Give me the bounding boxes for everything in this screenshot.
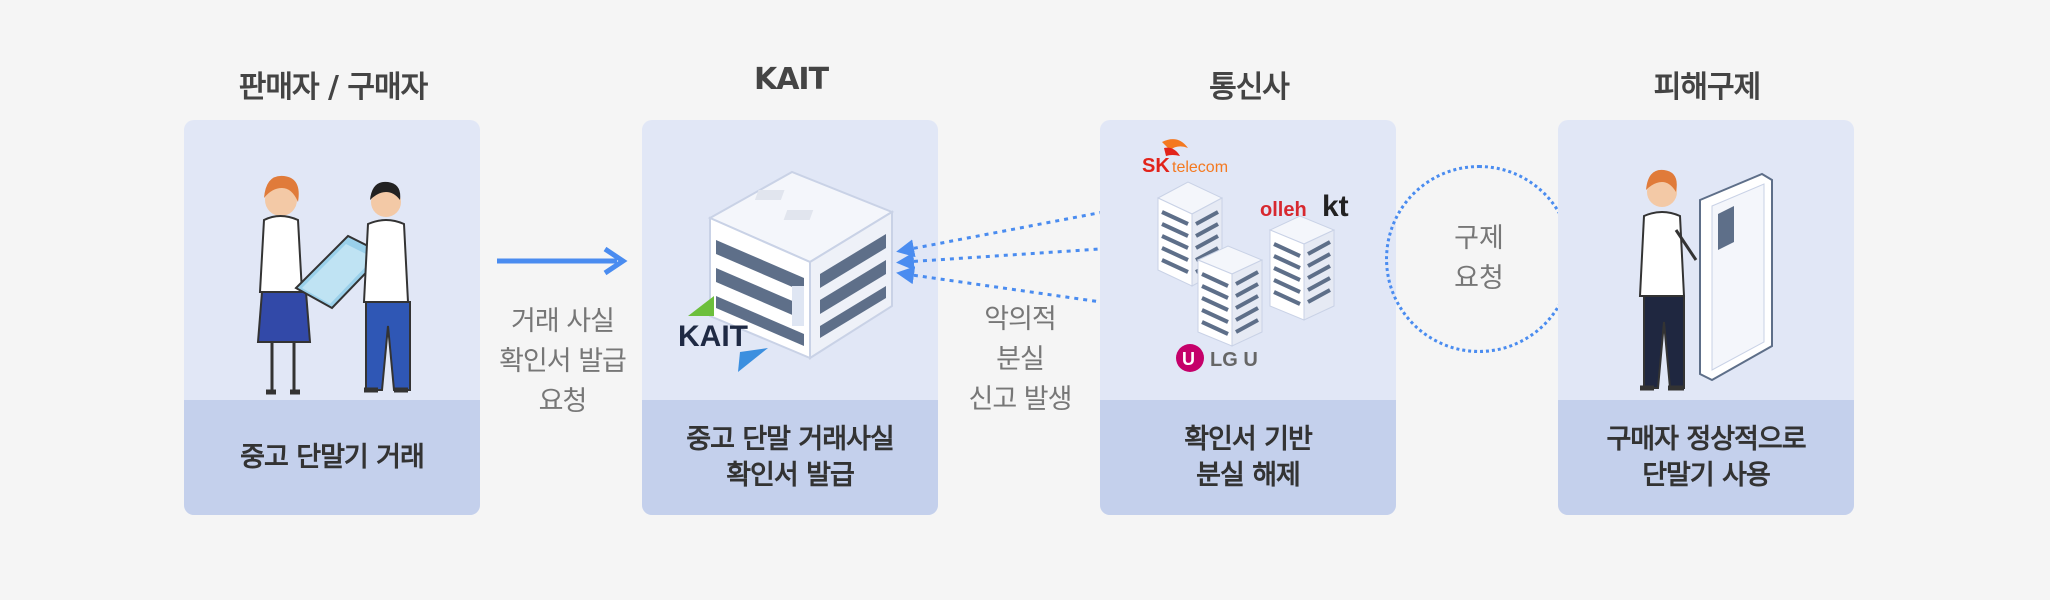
card-kait: KAIT 중고 단말 거래사실 확인서 발급 bbox=[642, 120, 938, 515]
buyer-figure bbox=[362, 181, 411, 393]
lg-uplus-logo: U LG U bbox=[1176, 344, 1258, 372]
building-icon bbox=[1196, 245, 1264, 347]
column-title-kait: KAIT bbox=[753, 62, 829, 97]
trade-illustration bbox=[184, 120, 480, 400]
building-icon bbox=[1156, 181, 1224, 287]
step-label-request-certificate: 거래 사실 확인서 발급 요청 bbox=[499, 306, 627, 417]
caption-seller-buyer: 중고 단말기 거래 bbox=[184, 400, 480, 515]
svg-text:olleh: olleh bbox=[1260, 199, 1307, 221]
svg-text:kt: kt bbox=[1322, 190, 1349, 223]
column-title-relief: 피해구제 bbox=[1653, 70, 1761, 105]
phone-icon bbox=[1699, 172, 1773, 382]
building-icon bbox=[707, 170, 895, 360]
caption-relief: 구매자 정상적으로 단말기 사용 bbox=[1558, 400, 1854, 515]
card-carrier: SK telecom olleh kt bbox=[1100, 120, 1396, 515]
svg-text:KAIT: KAIT bbox=[678, 320, 748, 353]
caption-kait: 중고 단말 거래사실 확인서 발급 bbox=[642, 400, 938, 515]
user-figure bbox=[1638, 169, 1698, 391]
caption-carrier: 확인서 기반 분실 해제 bbox=[1100, 400, 1396, 515]
svg-text:U: U bbox=[1182, 349, 1195, 369]
svg-text:SK: SK bbox=[1142, 155, 1170, 177]
sk-telecom-logo: SK telecom bbox=[1142, 139, 1228, 177]
relief-request-circle: 구제 요청 bbox=[1385, 165, 1573, 353]
card-relief: 구매자 정상적으로 단말기 사용 bbox=[1558, 120, 1854, 515]
kait-building-illustration: KAIT bbox=[642, 120, 938, 400]
column-title-seller-buyer: 판매자 / 구매자 bbox=[238, 70, 428, 105]
arrow-right-icon bbox=[497, 246, 628, 276]
step-label-malicious-report: 악의적 분실 신고 발생 bbox=[968, 304, 1073, 415]
column-title-carrier: 통신사 bbox=[1209, 70, 1290, 105]
card-seller-buyer: 중고 단말기 거래 bbox=[184, 120, 480, 515]
kt-olleh-logo: olleh kt bbox=[1260, 190, 1349, 223]
svg-text:telecom: telecom bbox=[1172, 159, 1228, 176]
kait-logo: KAIT bbox=[678, 296, 768, 372]
building-icon bbox=[1268, 215, 1336, 321]
relief-illustration bbox=[1558, 120, 1854, 400]
seller-figure bbox=[256, 175, 312, 395]
svg-text:LG U: LG U bbox=[1210, 349, 1258, 371]
carrier-buildings-illustration: SK telecom olleh kt bbox=[1100, 120, 1396, 400]
